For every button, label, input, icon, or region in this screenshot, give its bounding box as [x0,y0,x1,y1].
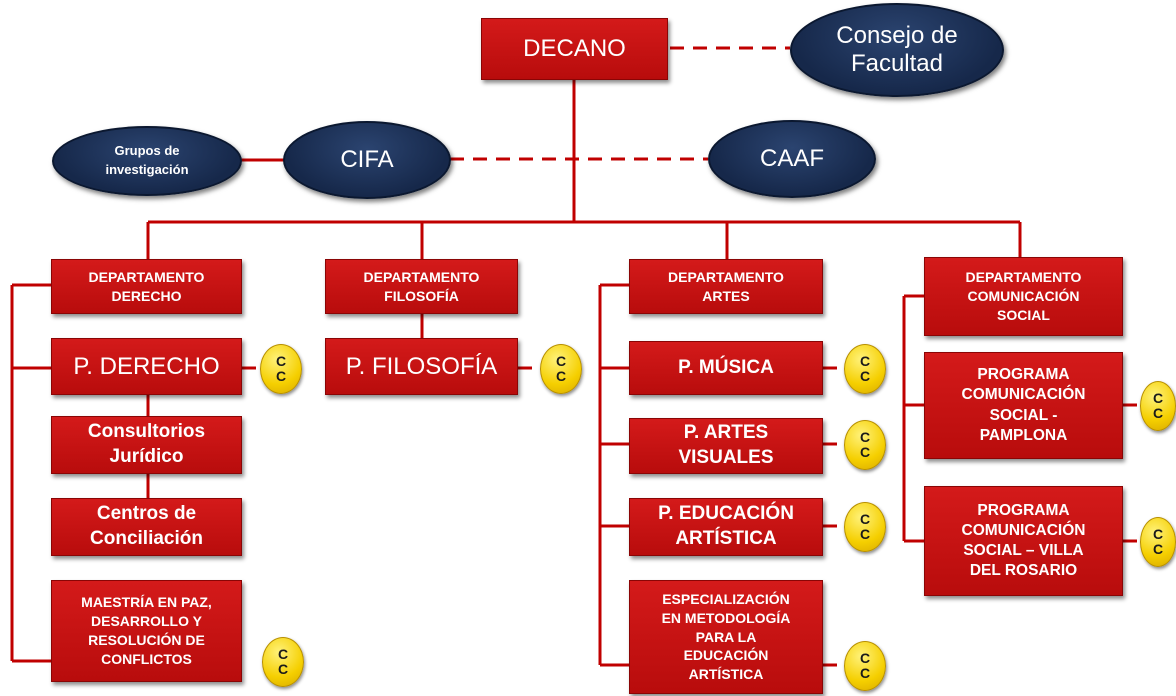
especializacion-metodologia-box: ESPECIALIZACIÓN EN METODOLOGÍA PARA LA E… [629,580,823,694]
decano-box: DECANO [481,18,668,80]
cc-badge-artes-visuales: C C [844,420,886,470]
cc-badge-maestria: C C [262,637,304,687]
cc-badge-comunicacion-villa: C C [1140,517,1176,567]
centros-conciliacion-box: Centros de Conciliación [51,498,242,556]
maestria-paz-box: MAESTRÍA EN PAZ, DESARROLLO Y RESOLUCIÓN… [51,580,242,682]
departamento-artes-box: DEPARTAMENTO ARTES [629,259,823,314]
caaf-oval: CAAF [708,120,876,198]
programa-musica-box: P. MÚSICA [629,341,823,395]
cc-badge-especializacion: C C [844,641,886,691]
consultorios-juridico-box: Consultorios Jurídico [51,416,242,474]
programa-comunicacion-villa-rosario-box: PROGRAMA COMUNICACIÓN SOCIAL – VILLA DEL… [924,486,1123,596]
programa-artes-visuales-box: P. ARTES VISUALES [629,418,823,474]
programa-filosofia-box: P. FILOSOFÍA [325,338,518,395]
departamento-derecho-box: DEPARTAMENTO DERECHO [51,259,242,314]
departamento-comunicacion-box: DEPARTAMENTO COMUNICACIÓN SOCIAL [924,257,1123,336]
cc-badge-derecho: C C [260,344,302,394]
grupos-investigacion-oval: Grupos de investigación [52,126,242,196]
cifa-oval: CIFA [283,121,451,199]
cc-badge-comunicacion-pamplona: C C [1140,381,1176,431]
departamento-filosofia-box: DEPARTAMENTO FILOSOFÍA [325,259,518,314]
programa-comunicacion-pamplona-box: PROGRAMA COMUNICACIÓN SOCIAL - PAMPLONA [924,352,1123,459]
consejo-facultad-oval: Consejo de Facultad [790,3,1004,97]
cc-badge-musica: C C [844,344,886,394]
programa-educacion-artistica-box: P. EDUCACIÓN ARTÍSTICA [629,498,823,556]
programa-derecho-box: P. DERECHO [51,338,242,395]
cc-badge-filosofia: C C [540,344,582,394]
cc-badge-educacion-artistica: C C [844,502,886,552]
